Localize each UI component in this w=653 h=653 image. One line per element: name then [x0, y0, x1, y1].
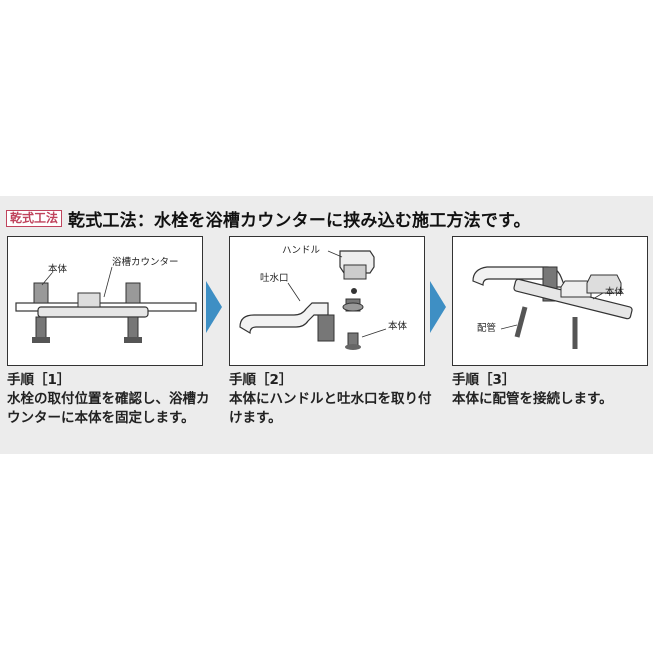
arrow-icon — [430, 281, 446, 333]
step3-annotation-body: 本体 — [605, 286, 625, 298]
step2-annotation-body: 本体 — [388, 320, 408, 332]
step2-annotation-spout: 吐水口 — [260, 272, 289, 284]
step1-annotation-counter: 浴槽カウンター — [112, 256, 179, 268]
step2-annotation-handle: ハンドル — [282, 245, 321, 256]
step2-label: 手順［2］ — [229, 372, 293, 388]
step1-annotation-body: 本体 — [48, 263, 68, 275]
step2-text-block: 手順［2］ 本体にハンドルと吐水口を取り付けます。 — [229, 371, 434, 428]
step3-label: 手順［3］ — [452, 372, 516, 388]
step3-annotation-pipe: 配管 — [477, 322, 496, 334]
step2-illustration: ハンドル 吐水口 本体 — [229, 236, 425, 366]
step3-description: 本体に配管を接続します。 — [452, 391, 613, 407]
pipe — [514, 306, 528, 338]
step3-text-block: 手順［3］ 本体に配管を接続します。 — [452, 371, 647, 409]
step2-description: 本体にハンドルと吐水口を取り付けます。 — [229, 391, 432, 426]
step1-text-block: 手順［1］ 水栓の取付位置を確認し、浴槽カウンターに本体を固定します。 — [7, 371, 212, 428]
step1-illustration: 本体 浴槽カウンター — [7, 236, 203, 366]
method-badge: 乾式工法 — [6, 210, 63, 227]
section-header: 乾式工法 乾式工法：水栓を浴槽カウンターに挟み込む施工方法です。 — [6, 206, 531, 231]
step1-description: 水栓の取付位置を確認し、浴槽カウンターに本体を固定します。 — [7, 391, 210, 426]
section-title: 乾式工法：水栓を浴槽カウンターに挟み込む施工方法です。 — [68, 211, 531, 231]
arrow-icon — [206, 281, 222, 333]
faucet-body — [37, 306, 149, 318]
step1-label: 手順［1］ — [7, 372, 71, 388]
step3-illustration: 本体 配管 — [452, 236, 648, 366]
spout-part — [239, 302, 329, 335]
